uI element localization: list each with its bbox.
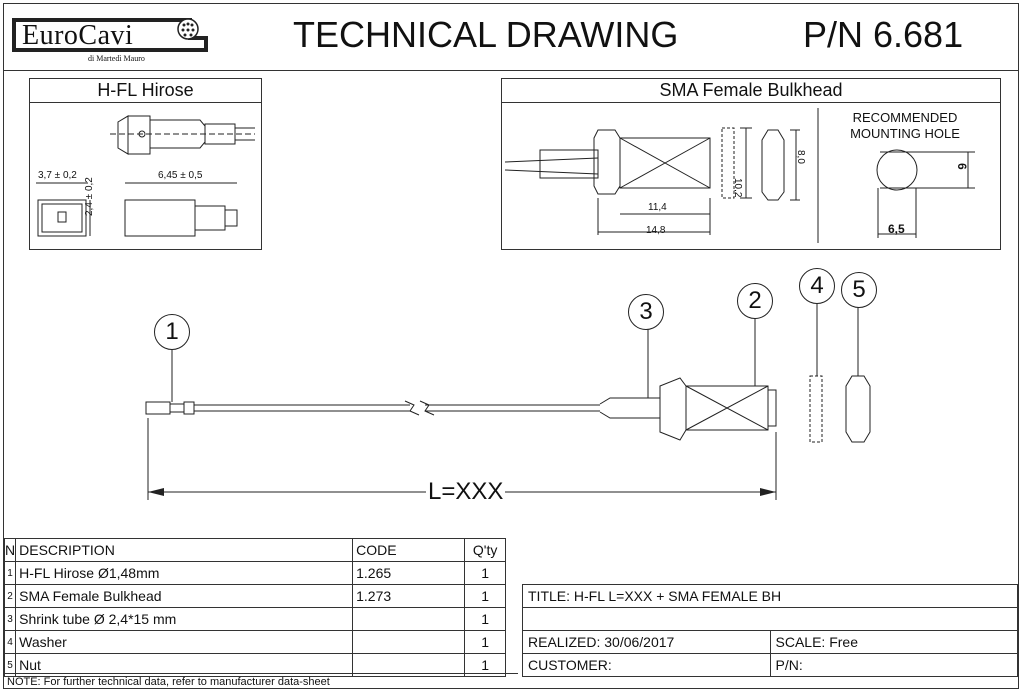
- title-block: TITLE: H-FL L=XXX + SMA FEMALE BH REALIZ…: [522, 584, 1018, 677]
- footer-note: NOTE: For further technical data, refer …: [7, 676, 330, 688]
- scale-field: SCALE: Free: [769, 630, 1018, 654]
- sma-washer-dim: 10,2: [732, 178, 743, 198]
- drawing-frame: [3, 3, 1019, 689]
- sma-box-title: SMA Female Bulkhead: [502, 79, 1000, 103]
- bom-header-description: DESCRIPTION: [15, 538, 354, 562]
- customer-field: CUSTOMER:: [522, 653, 771, 677]
- eurocavi-logo: EuroCavi di Martedì Mauro: [10, 10, 210, 66]
- mounting-hole-label: RECOMMENDED MOUNTING HOLE: [830, 110, 980, 142]
- callout-4: 4: [799, 268, 835, 304]
- title-block-spacer: [522, 607, 1018, 631]
- row-number: 2: [3, 584, 17, 608]
- page-title: TECHNICAL DRAWING: [293, 14, 679, 55]
- length-label: L=XXX: [426, 478, 506, 506]
- sma-body-dim: 11,4: [648, 202, 667, 213]
- bom-header-code: CODE: [352, 538, 466, 562]
- table-row: 1 H-FL Hirose Ø1,48mm 1.265 1: [3, 561, 507, 585]
- row-description: SMA Female Bulkhead: [15, 584, 354, 608]
- hfl-box-title: H-FL Hirose: [30, 79, 261, 103]
- row-number: 3: [3, 607, 17, 631]
- row-number: 4: [3, 630, 17, 654]
- row-code: [352, 630, 466, 654]
- title-field: TITLE: H-FL L=XXX + SMA FEMALE BH: [522, 584, 1018, 608]
- mounting-label-line1: RECOMMENDED: [852, 110, 958, 125]
- sma-nut-dim: 8,0: [795, 150, 806, 164]
- row-number: 1: [3, 561, 17, 585]
- row-number: 5: [3, 653, 17, 677]
- callout-5: 5: [841, 272, 877, 308]
- hole-height-dim: 6: [955, 163, 969, 170]
- row-description: Washer: [15, 630, 354, 654]
- sma-detail-box: SMA Female Bulkhead: [501, 78, 1001, 250]
- table-row: 4 Washer 1: [3, 630, 507, 654]
- realized-field: REALIZED: 30/06/2017: [522, 630, 771, 654]
- row-qty: 1: [464, 607, 507, 631]
- callout-1: 1: [154, 314, 190, 350]
- header-divider: [3, 70, 1019, 71]
- bom-header-n: N: [3, 538, 17, 562]
- hfl-length-dim: 6,45 ± 0,5: [158, 170, 203, 181]
- row-code: 1.265: [352, 561, 466, 585]
- hfl-detail-box: H-FL Hirose: [29, 78, 262, 250]
- row-code: 1.273: [352, 584, 466, 608]
- hfl-height-dim: 2,4 ± 0,2: [84, 177, 95, 216]
- bill-of-materials: N DESCRIPTION CODE Q'ty 1 H-FL Hirose Ø1…: [3, 538, 507, 677]
- hole-width-dim: 6,5: [888, 222, 905, 236]
- row-qty: 1: [464, 561, 507, 585]
- logo-frame-graphic: [12, 18, 208, 52]
- hfl-width-dim: 3,7 ± 0,2: [38, 170, 77, 181]
- bom-header-row: N DESCRIPTION CODE Q'ty: [3, 538, 507, 562]
- table-row: 3 Shrink tube Ø 2,4*15 mm 1: [3, 607, 507, 631]
- pn-field: P/N:: [769, 653, 1018, 677]
- callout-3: 3: [628, 294, 664, 330]
- sma-total-dim: 14,8: [646, 225, 666, 236]
- row-description: Shrink tube Ø 2,4*15 mm: [15, 607, 354, 631]
- row-description: H-FL Hirose Ø1,48mm: [15, 561, 354, 585]
- table-row: 2 SMA Female Bulkhead 1.273 1: [3, 584, 507, 608]
- logo-text: EuroCavi: [22, 20, 134, 51]
- part-number: P/N 6.681: [803, 14, 964, 55]
- note-divider: [3, 673, 518, 674]
- bom-header-qty: Q'ty: [464, 538, 507, 562]
- mounting-label-line2: MOUNTING HOLE: [850, 126, 960, 141]
- logo-subtitle: di Martedì Mauro: [88, 54, 145, 63]
- row-qty: 1: [464, 584, 507, 608]
- row-code: [352, 607, 466, 631]
- callout-2: 2: [737, 283, 773, 319]
- row-qty: 1: [464, 630, 507, 654]
